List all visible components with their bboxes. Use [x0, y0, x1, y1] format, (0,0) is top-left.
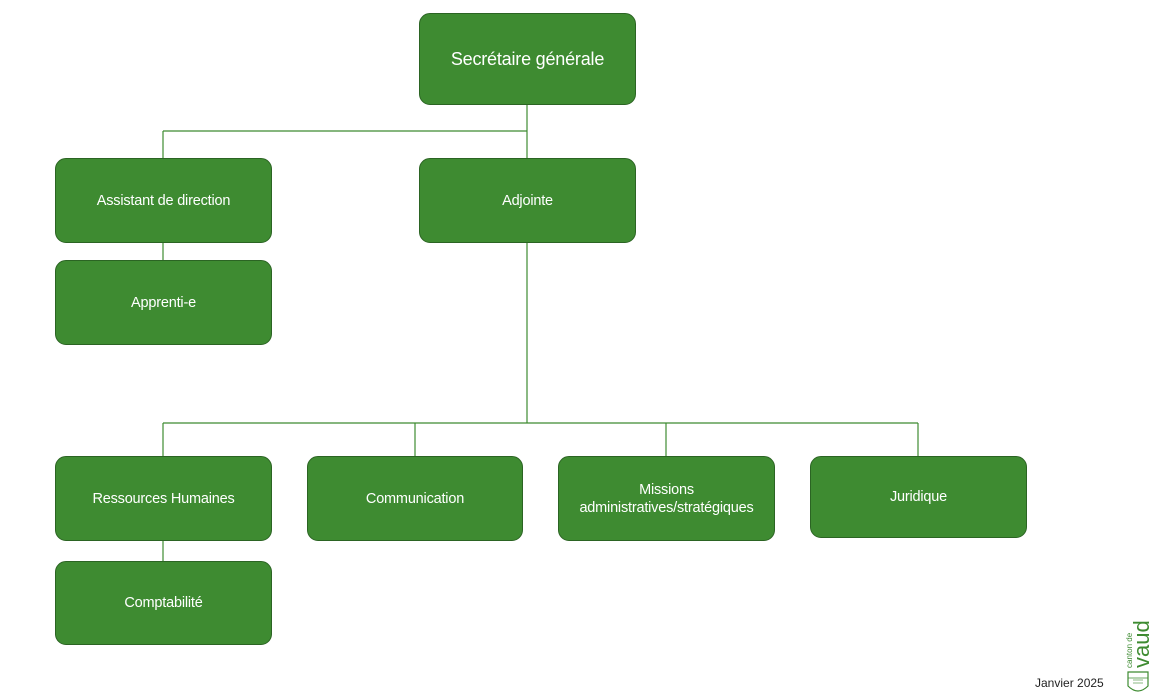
node-missions-label: Missions administratives/stratégiques [579, 481, 753, 517]
node-missions: Missions administratives/stratégiques [558, 456, 775, 541]
node-apprenti: Apprenti-e [55, 260, 272, 345]
node-ressources-humaines: Ressources Humaines [55, 456, 272, 541]
node-missions-label-line2: administratives/stratégiques [579, 499, 754, 516]
node-juridique-label: Juridique [889, 489, 948, 505]
node-comptabilite: Comptabilité [55, 561, 272, 645]
node-secretaire-generale-label: Secrétaire générale [450, 49, 605, 69]
node-assistant-direction: Assistant de direction [55, 158, 272, 243]
node-adjointe: Adjointe [419, 158, 636, 243]
logo-shield-icon [1127, 671, 1149, 692]
node-ressources-humaines-label: Ressources Humaines [92, 490, 235, 507]
canton-vaud-logo: canton de vaud [1125, 620, 1154, 692]
node-communication: Communication [307, 456, 523, 541]
node-apprenti-label: Apprenti-e [131, 294, 196, 311]
logo-text-large: vaud [1129, 620, 1154, 668]
node-secretaire-generale: Secrétaire générale [419, 13, 636, 105]
node-missions-label-line1: Missions [639, 481, 694, 498]
date-label: Janvier 2025 [1035, 676, 1104, 690]
node-communication-label: Communication [365, 490, 465, 507]
logo-text-small: canton de [1125, 632, 1134, 668]
node-assistant-direction-label: Assistant de direction [96, 192, 231, 209]
node-comptabilite-label: Comptabilité [124, 595, 203, 611]
node-adjointe-label: Adjointe [502, 192, 553, 209]
node-juridique: Juridique [810, 456, 1027, 538]
